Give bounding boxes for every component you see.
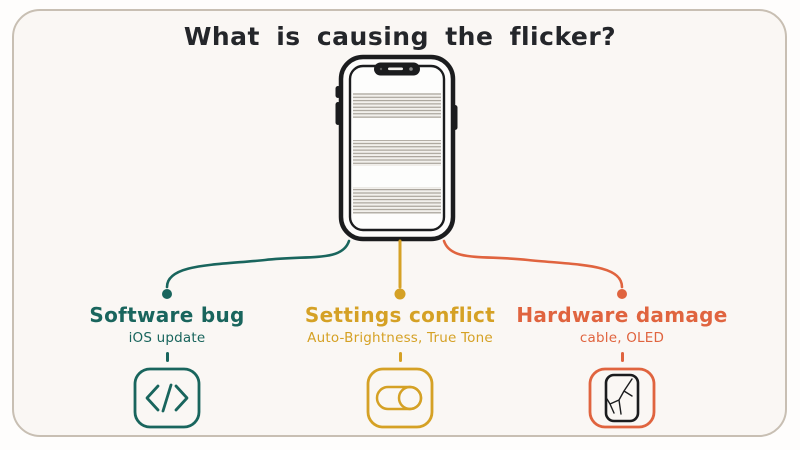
code-icon — [133, 367, 201, 429]
connector-dot-hardware — [617, 289, 627, 299]
notch-sensor — [379, 67, 383, 71]
branch-settings: Settings conflict Auto-Brightness, True … — [280, 303, 520, 430]
flicker-band-2 — [353, 140, 441, 166]
cracked-screen-icon — [588, 367, 656, 429]
phone-right-button — [452, 105, 458, 130]
branch-tick — [620, 352, 624, 362]
toggle-icon — [366, 367, 434, 429]
branch-sublabel: cable, OLED — [579, 330, 665, 346]
page-title: What is causing the flicker? — [183, 22, 617, 51]
phone-left-button-bottom — [335, 102, 341, 125]
branch-label: Hardware damage — [516, 303, 728, 327]
branch-hardware: Hardware damage cable, OLED — [502, 303, 742, 430]
flicker-band-3 — [353, 187, 441, 214]
branch-sublabel: iOS update — [128, 330, 206, 346]
branch-tick — [165, 352, 169, 362]
notch-camera — [409, 67, 413, 71]
connector-dot-software — [162, 289, 172, 299]
phone-left-button-top — [335, 86, 341, 98]
connector-software — [165, 239, 351, 289]
branch-tick — [398, 352, 402, 362]
notch-speaker — [388, 67, 403, 71]
branch-label: Settings conflict — [304, 303, 496, 327]
branch-label: Software bug — [89, 303, 245, 327]
branch-software: Software bug iOS update — [47, 303, 287, 430]
branch-sublabel: Auto-Brightness, True Tone — [307, 330, 493, 346]
flicker-band-1 — [353, 93, 441, 118]
connector-hardware — [442, 239, 624, 289]
connector-dot-settings — [394, 288, 406, 300]
